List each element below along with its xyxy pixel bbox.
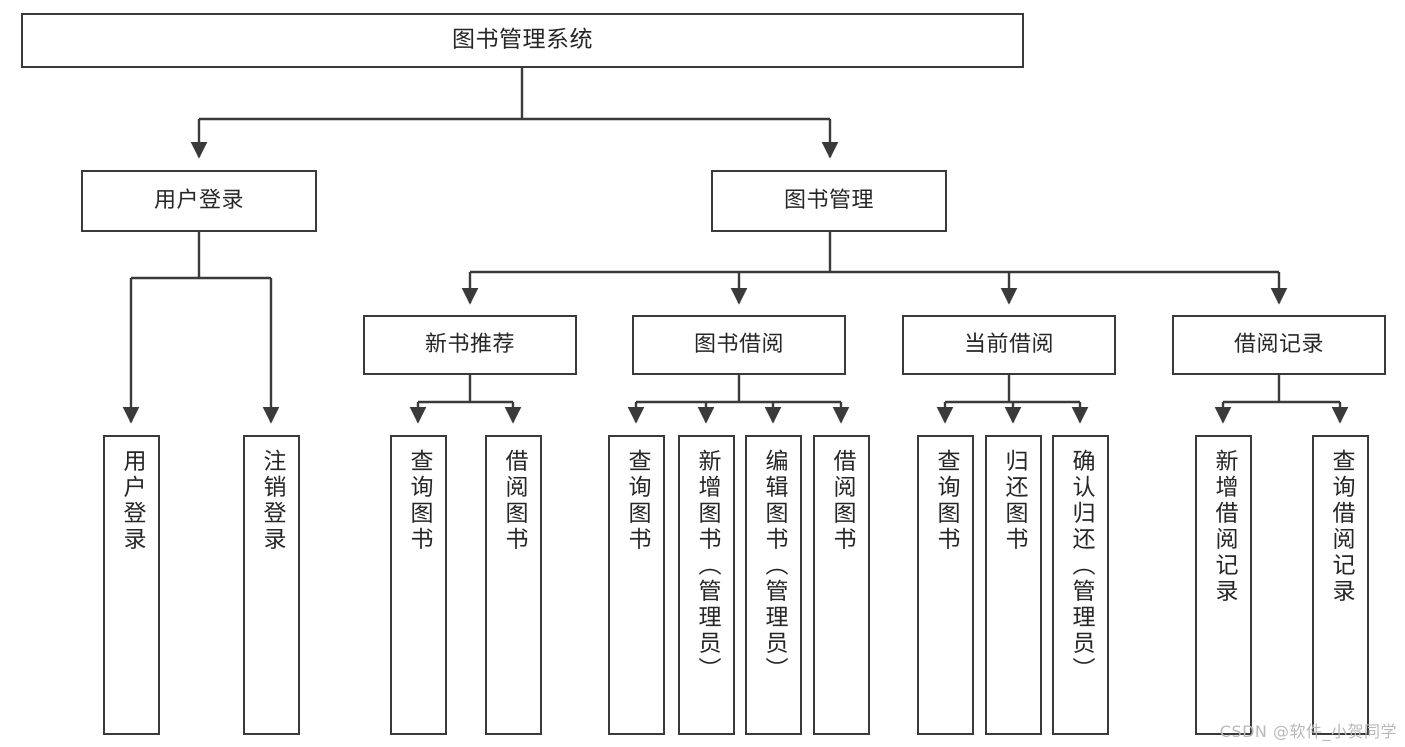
leaf-current-confirm-return-label: 确认归还（管理员） [1068,449,1094,683]
csdn-watermark: CSDN @软件_小贺同学 [1219,722,1397,741]
leaf-borrow-borrow-book[interactable]: 借阅图书 [813,435,870,735]
node-current-borrow[interactable]: 当前借阅 [902,315,1116,375]
node-borrow-record[interactable]: 借阅记录 [1172,315,1386,375]
leaf-user-login-login-label: 用户登录 [119,449,145,553]
leaf-borrow-add-book[interactable]: 新增图书（管理员） [678,435,735,735]
node-book-manage-label: 图书管理 [783,188,874,213]
leaf-borrow-edit-book[interactable]: 编辑图书（管理员） [745,435,802,735]
leaf-borrow-edit-book-label: 编辑图书（管理员） [761,449,787,683]
node-user-login[interactable]: 用户登录 [81,170,317,232]
leaf-new-book-borrow-label: 借阅图书 [501,449,527,553]
node-current-borrow-label: 当前借阅 [963,332,1054,357]
leaf-new-book-borrow[interactable]: 借阅图书 [485,435,542,735]
node-user-login-label: 用户登录 [153,188,244,213]
leaf-borrow-query-book[interactable]: 查询图书 [608,435,665,735]
leaf-user-login-login[interactable]: 用户登录 [103,435,160,735]
leaf-new-book-query[interactable]: 查询图书 [390,435,447,735]
leaf-user-login-logout[interactable]: 注销登录 [243,435,300,735]
leaf-record-add[interactable]: 新增借阅记录 [1195,435,1252,735]
leaf-user-login-logout-label: 注销登录 [259,449,285,553]
node-new-book-recommend-label: 新书推荐 [424,332,515,357]
node-root[interactable]: 图书管理系统 [21,13,1024,68]
leaf-record-query-label: 查询借阅记录 [1328,449,1354,605]
leaf-current-return-book[interactable]: 归还图书 [985,435,1042,735]
leaf-borrow-add-book-label: 新增图书（管理员） [694,449,720,683]
leaf-current-return-book-label: 归还图书 [1001,449,1027,553]
leaf-current-query-book[interactable]: 查询图书 [917,435,974,735]
leaf-record-add-label: 新增借阅记录 [1211,449,1237,605]
node-borrow-record-label: 借阅记录 [1233,332,1324,357]
leaf-current-query-book-label: 查询图书 [933,449,959,553]
node-book-manage[interactable]: 图书管理 [711,170,947,232]
leaf-new-book-query-label: 查询图书 [406,449,432,553]
node-new-book-recommend[interactable]: 新书推荐 [363,315,577,375]
leaf-borrow-borrow-book-label: 借阅图书 [829,449,855,553]
node-book-borrow-label: 图书借阅 [693,332,784,357]
node-root-label: 图书管理系统 [452,27,593,53]
node-book-borrow[interactable]: 图书借阅 [632,315,846,375]
leaf-record-query[interactable]: 查询借阅记录 [1312,435,1369,735]
leaf-borrow-query-book-label: 查询图书 [624,449,650,553]
leaf-current-confirm-return[interactable]: 确认归还（管理员） [1052,435,1109,735]
